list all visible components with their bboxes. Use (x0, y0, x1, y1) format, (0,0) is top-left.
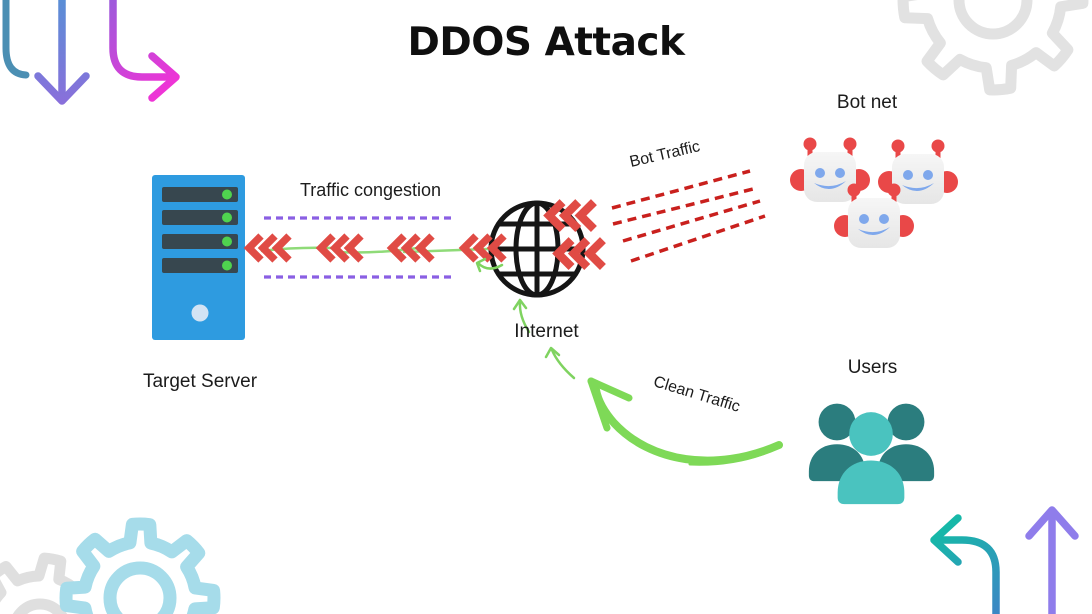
gear-icon-bottom-left-blue (59, 517, 221, 614)
green-arrow-hooks (475, 257, 576, 380)
gear-icon-top-right (897, 0, 1089, 96)
botnet-icon (790, 137, 958, 248)
diagram-title: DDOS Attack (407, 20, 685, 65)
traffic-congestion-label: Traffic congestion (299, 180, 442, 200)
green-flow-lines (260, 246, 490, 254)
congestion-dashed-lines (264, 216, 456, 279)
bot-traffic-dashed-lines (611, 169, 766, 263)
users-icon (808, 403, 935, 505)
decor-top-left-teal-curve-icon (2, 0, 30, 79)
users-label: Users (847, 357, 898, 378)
target-server-label: Target Server (142, 371, 258, 392)
decor-bottom-right-up-arrow-icon (1025, 506, 1079, 614)
clean-traffic-arrow-icon (587, 377, 783, 466)
bot-net-label: Bot net (836, 92, 898, 113)
decor-curve-right-arrow-icon (109, 0, 180, 102)
chevron-burst-icons (249, 202, 603, 267)
server-icon (152, 175, 245, 340)
internet-label: Internet (514, 321, 579, 342)
decor-bottom-right-curve-left-arrow-icon (930, 514, 1000, 614)
decor-down-arrow-icon (34, 0, 90, 105)
